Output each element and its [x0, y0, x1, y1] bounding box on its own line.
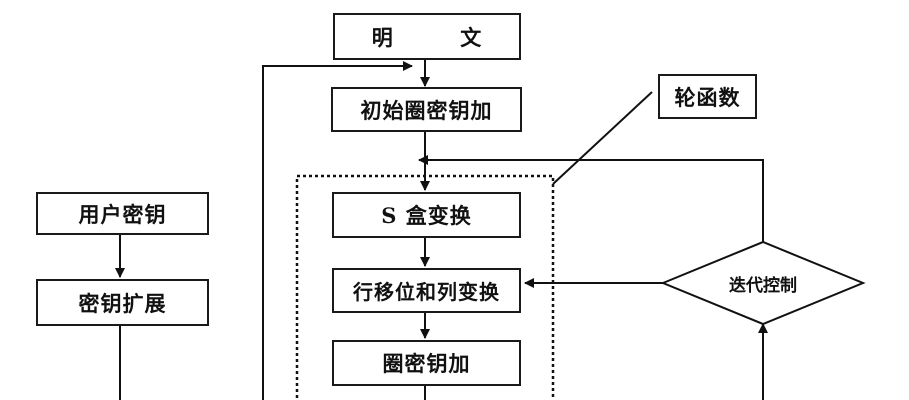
round-function-box: 轮函数 [658, 74, 757, 119]
initial-round-key-add-label: 初始圈密钥加 [360, 97, 493, 123]
user-key-label: 用户密钥 [78, 201, 167, 227]
iteration-control-diamond [660, 240, 866, 326]
arrow-right-feedback [418, 155, 764, 254]
round-function-label: 轮函数 [674, 84, 741, 110]
s-box-box: S 盒变换 [332, 192, 521, 238]
iteration-control-label: 迭代控制 [729, 275, 797, 296]
plaintext-box: 明 文 [333, 13, 521, 60]
initial-round-key-add-box: 初始圈密钥加 [331, 87, 522, 132]
round-key-add-box: 圈密钥加 [332, 340, 521, 386]
iteration-control-text: 迭代控制 [703, 268, 823, 298]
key-expansion-label: 密钥扩展 [78, 290, 167, 316]
s-box-label: S 盒变换 [381, 203, 472, 228]
user-key-box: 用户密钥 [36, 192, 209, 235]
callout-line [552, 91, 653, 185]
arrow-left-feedback [262, 61, 413, 400]
shift-mix-box: 行移位和列变换 [332, 268, 521, 313]
shift-mix-label: 行移位和列变换 [353, 280, 500, 304]
key-expansion-box: 密钥扩展 [36, 279, 209, 326]
plaintext-label: 明 文 [371, 24, 483, 50]
round-key-add-label: 圈密钥加 [382, 351, 471, 376]
